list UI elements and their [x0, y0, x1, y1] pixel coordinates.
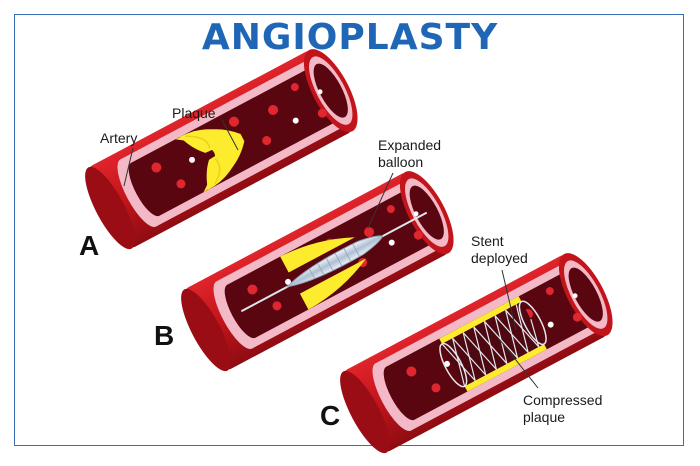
artery-label: Artery — [100, 130, 137, 146]
compressed-label-1: Compressed — [523, 392, 602, 408]
artery-c — [331, 245, 624, 460]
step-letter-c: C — [320, 400, 340, 431]
illustration-frame — [14, 14, 684, 446]
expanded-balloon-label-2: balloon — [378, 154, 423, 170]
step-letter-a: A — [79, 230, 99, 261]
artery-a — [76, 41, 369, 256]
callout-lines — [123, 119, 539, 389]
stent-label-1: Stent — [471, 233, 504, 249]
compressed-label-2: plaque — [523, 409, 565, 425]
artery-b — [172, 163, 465, 378]
step-letter-b: B — [154, 320, 174, 351]
plaque-label: Plaque — [172, 105, 216, 121]
stent-label-2: deployed — [471, 250, 528, 266]
expanded-balloon-label-1: Expanded — [378, 137, 441, 153]
page-title: ANGIOPLASTY — [201, 17, 499, 58]
